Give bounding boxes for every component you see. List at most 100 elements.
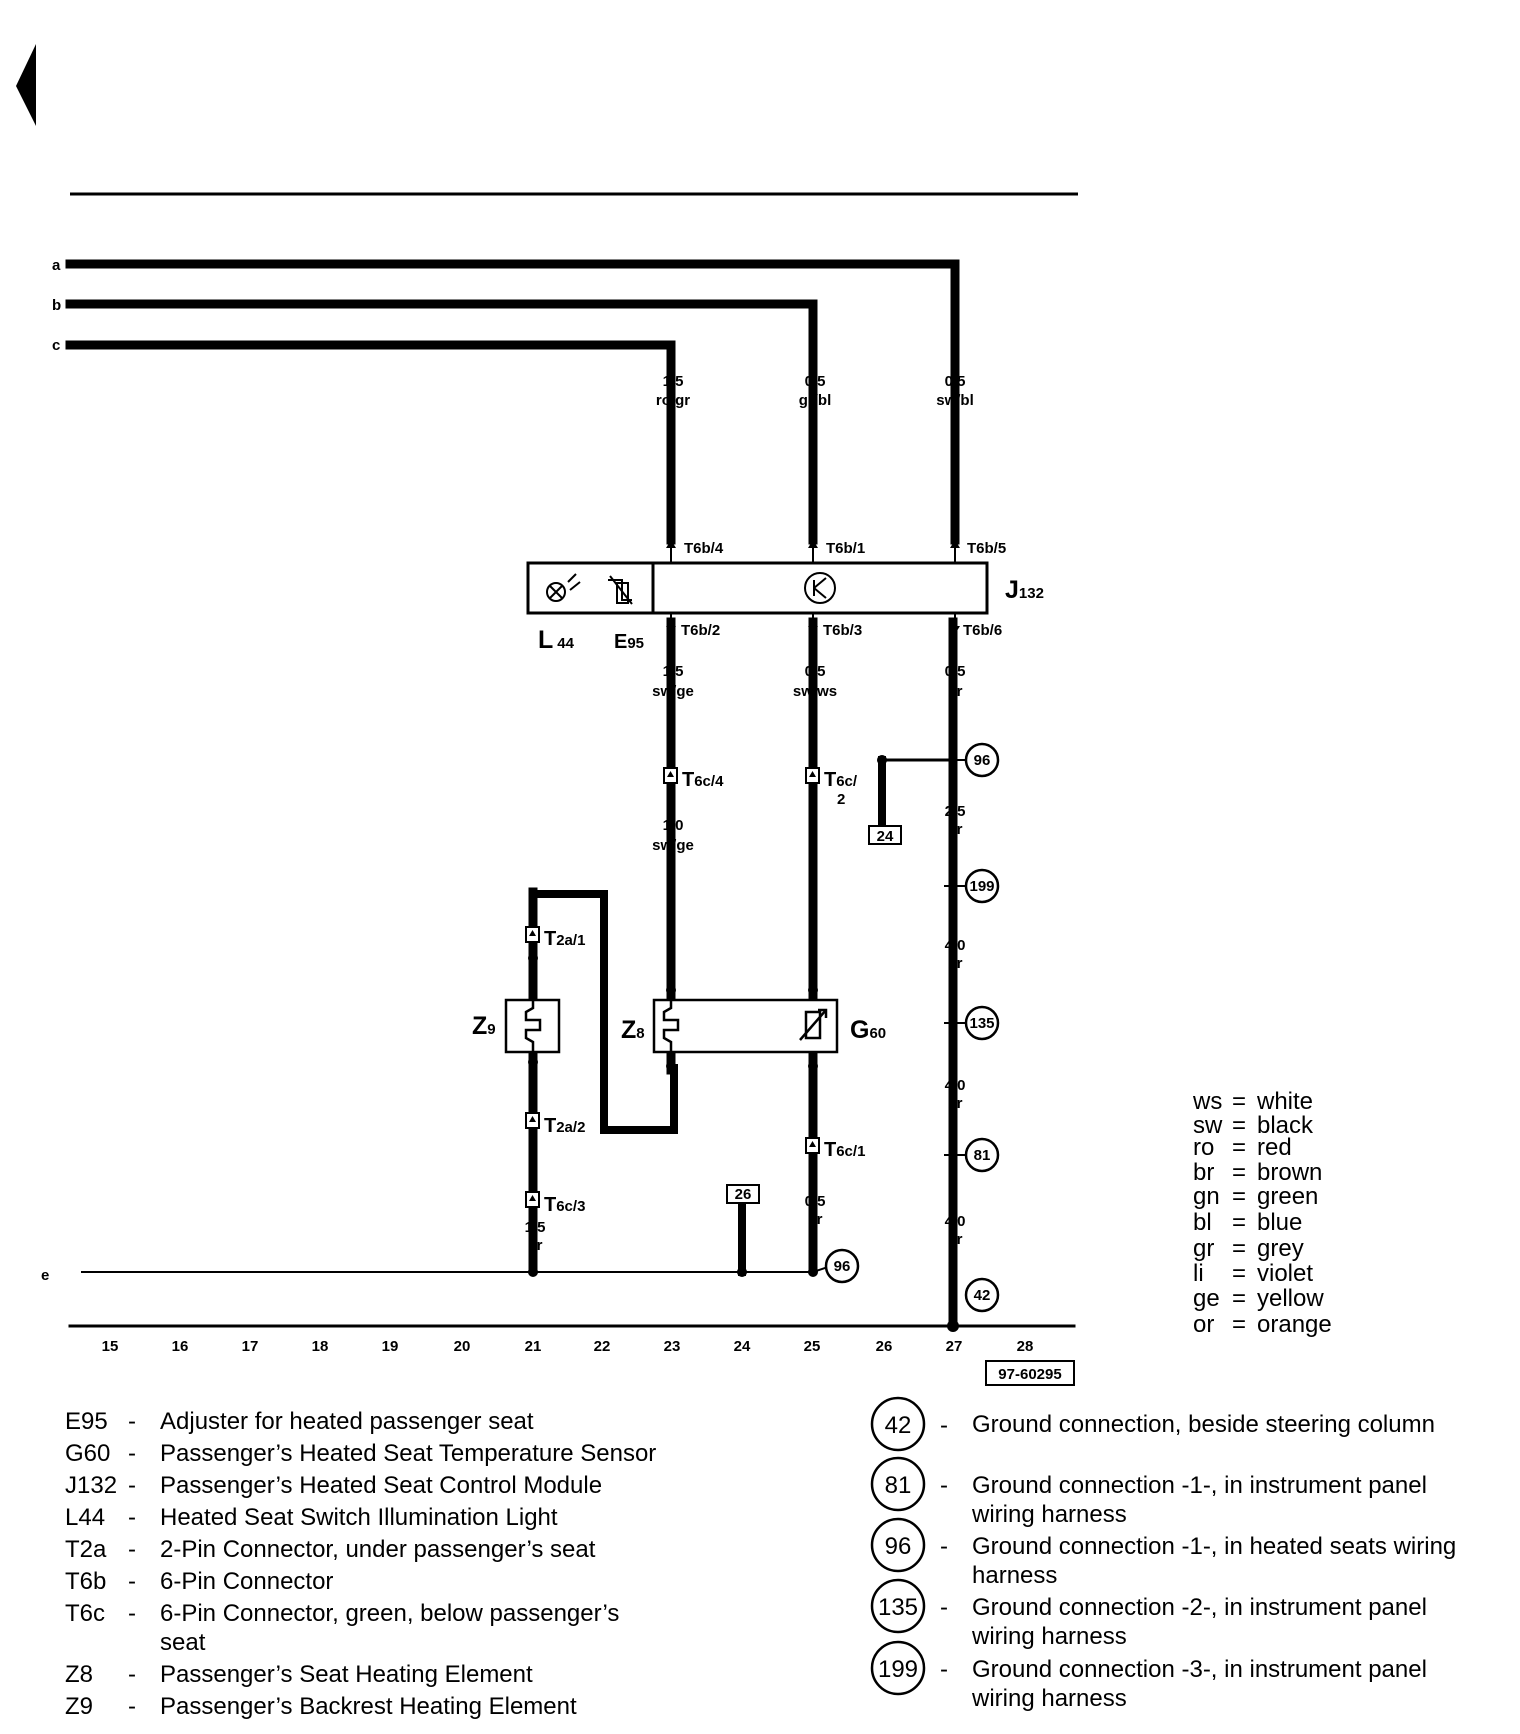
svg-text:-: -: [128, 1693, 136, 1720]
svg-text:4,0: 4,0: [945, 1213, 966, 1230]
svg-text:=: =: [1232, 1311, 1246, 1338]
svg-text:-: -: [128, 1661, 136, 1688]
svg-text:grey: grey: [1257, 1235, 1304, 1262]
svg-text:23: 23: [664, 1338, 681, 1355]
svg-text:sw/ge: sw/ge: [652, 837, 694, 854]
svg-text:135: 135: [969, 1015, 994, 1032]
svg-text:=: =: [1232, 1235, 1246, 1262]
svg-text:96: 96: [885, 1533, 912, 1560]
svg-text:sw/ws: sw/ws: [793, 683, 837, 700]
z8-g60-element: [652, 998, 839, 1054]
svg-text:L44: L44: [65, 1504, 105, 1531]
svg-text:26: 26: [735, 1186, 752, 1203]
svg-text:1,5: 1,5: [663, 373, 684, 390]
svg-text:sw: sw: [1193, 1112, 1223, 1139]
svg-text:ro/gr: ro/gr: [656, 392, 690, 409]
svg-text:Passenger’s Heated Seat Contro: Passenger’s Heated Seat Control Module: [160, 1472, 602, 1499]
svg-text:=: =: [1232, 1285, 1246, 1312]
svg-text:=: =: [1232, 1134, 1246, 1161]
svg-text:=: =: [1232, 1112, 1246, 1139]
svg-text:135: 135: [878, 1594, 918, 1621]
svg-text:4,0: 4,0: [945, 1077, 966, 1094]
svg-text:-: -: [128, 1600, 136, 1627]
svg-text:17: 17: [242, 1338, 259, 1355]
svg-text:81: 81: [974, 1147, 991, 1164]
svg-text:-: -: [940, 1412, 948, 1439]
svg-text:24: 24: [734, 1338, 751, 1355]
wire-a: [65, 259, 960, 545]
ground-legend-item: 135 - Ground connection -2-, in instrume…: [870, 1578, 1427, 1650]
svg-text:seat: seat: [160, 1629, 206, 1656]
svg-text:96: 96: [834, 1258, 851, 1275]
svg-text:=: =: [1232, 1088, 1246, 1115]
svg-text:L44: L44: [538, 626, 575, 654]
svg-text:violet: violet: [1257, 1260, 1313, 1287]
ground-points: 96 199 135 81 42 96: [824, 742, 1000, 1313]
svg-text:J132: J132: [65, 1472, 117, 1499]
svg-text:1,0: 1,0: [663, 817, 684, 834]
svg-text:yellow: yellow: [1257, 1285, 1324, 1312]
svg-text:=: =: [1232, 1159, 1246, 1186]
svg-text:Passenger’s Seat Heating Eleme: Passenger’s Seat Heating Element: [160, 1661, 533, 1688]
j132-control-module: [526, 540, 989, 634]
svg-text:19: 19: [382, 1338, 399, 1355]
svg-text:br: br: [948, 1095, 963, 1112]
svg-text:1,5: 1,5: [525, 1219, 546, 1236]
svg-text:T6b: T6b: [65, 1568, 106, 1595]
svg-text:J132: J132: [1005, 576, 1044, 604]
svg-text:15: 15: [102, 1338, 119, 1355]
svg-text:26: 26: [876, 1338, 893, 1355]
svg-text:T6c: T6c: [65, 1600, 105, 1627]
svg-text:Heated Seat Switch Illuminatio: Heated Seat Switch Illumination Light: [160, 1504, 558, 1531]
back-arrow-icon[interactable]: [16, 44, 36, 126]
svg-text:27: 27: [946, 1338, 963, 1355]
svg-text:wiring harness: wiring harness: [971, 1501, 1127, 1528]
svg-text:T2a/1: T2a/1: [544, 928, 585, 950]
connector-t2a1: T2a/1: [525, 926, 585, 950]
ground-legend-item: 81 - Ground connection -1-, in instrumen…: [870, 1456, 1427, 1528]
svg-text:sw/bl: sw/bl: [936, 392, 974, 409]
svg-text:Ground connection -1-, in heat: Ground connection -1-, in heated seats w…: [972, 1533, 1456, 1560]
svg-text:ws: ws: [1192, 1088, 1222, 1115]
wiring: [65, 259, 1076, 1330]
svg-text:20: 20: [454, 1338, 471, 1355]
svg-text:wiring harness: wiring harness: [971, 1685, 1127, 1712]
svg-text:=: =: [1232, 1260, 1246, 1287]
svg-text:li: li: [1193, 1260, 1204, 1287]
svg-text:-: -: [940, 1472, 948, 1499]
svg-text:T6b/5: T6b/5: [967, 540, 1006, 557]
svg-text:T6b/1: T6b/1: [826, 540, 865, 557]
svg-text:br: br: [808, 1211, 823, 1228]
svg-text:-: -: [940, 1533, 948, 1560]
svg-text:-: -: [940, 1594, 948, 1621]
svg-text:T2a: T2a: [65, 1536, 107, 1563]
ground-legend: 42 - Ground connection, beside steering …: [870, 1396, 1456, 1712]
t6b-pins: T6b/4 T6b/1 T6b/5 T6b/2 T6b/3 T6b/6: [681, 540, 1006, 639]
svg-text:24: 24: [877, 828, 894, 845]
svg-text:T6b/6: T6b/6: [963, 622, 1002, 639]
svg-text:6-Pin Connector, green, below: 6-Pin Connector, green, below passenger’…: [160, 1600, 619, 1627]
connector-t6c3: T6c/3: [525, 1191, 585, 1216]
svg-text:Ground connection -3-, in inst: Ground connection -3-, in instrument pan…: [972, 1656, 1427, 1683]
wire-c: [65, 340, 676, 545]
component-legend: E95-Adjuster for heated passenger seat G…: [65, 1408, 656, 1720]
svg-text:br: br: [948, 1231, 963, 1248]
svg-text:1,5: 1,5: [663, 663, 684, 680]
adjuster-icon: [608, 575, 633, 605]
svg-text:T6b/4: T6b/4: [684, 540, 724, 557]
svg-text:green: green: [1257, 1183, 1318, 1210]
svg-text:Z9: Z9: [65, 1693, 93, 1720]
svg-text:0,5: 0,5: [805, 663, 826, 680]
svg-text:6-Pin Connector: 6-Pin Connector: [160, 1568, 333, 1595]
wire-branch-24: [880, 758, 955, 828]
svg-text:br: br: [948, 955, 963, 972]
svg-text:2: 2: [837, 791, 845, 808]
color-legend: ws=white sw=black ro=red br=brown gn=gre…: [1192, 1088, 1332, 1338]
svg-text:Passenger’s Heated Seat Temper: Passenger’s Heated Seat Temperature Sens…: [160, 1440, 656, 1467]
connector-t6c2: T6c/ 2: [805, 767, 858, 808]
svg-text:br: br: [528, 1237, 543, 1254]
wire-label-e: e: [41, 1267, 49, 1284]
wire-label-a: a: [52, 257, 61, 274]
diagram-id: 97-60295: [985, 1360, 1075, 1386]
